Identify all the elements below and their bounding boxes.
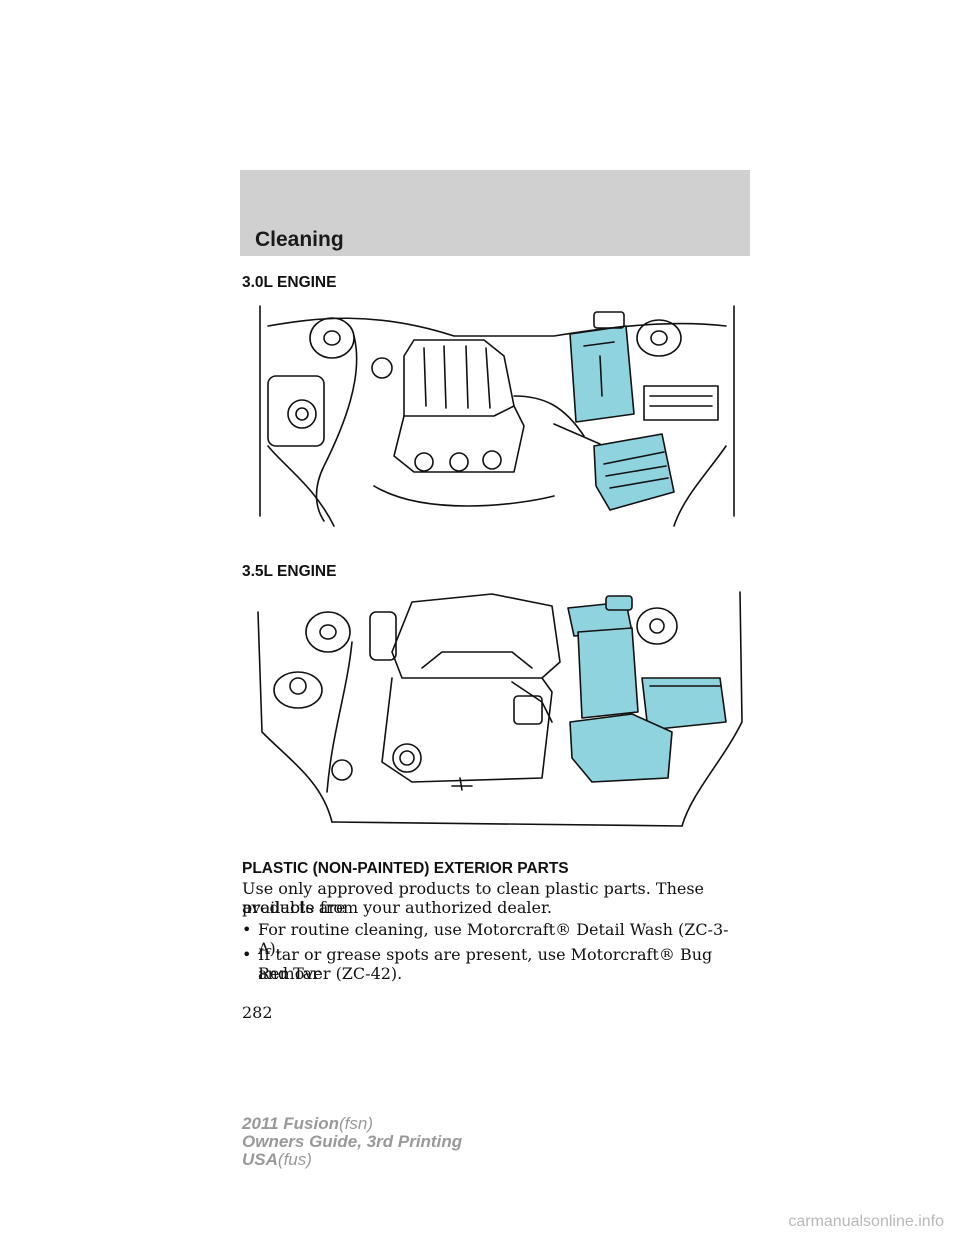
footer-region: USA xyxy=(242,1150,278,1169)
bullet-icon: • xyxy=(242,945,252,964)
footer-edition: Owners Guide, 3rd Printing xyxy=(242,1132,463,1151)
footer-region-code: (fus) xyxy=(277,1150,312,1169)
plastic-intro-line-1: Use only approved products to clean plas… xyxy=(242,879,705,917)
plastic-parts-heading: PLASTIC (NON-PAINTED) EXTERIOR PARTS xyxy=(242,860,569,877)
list-item-text: If tar or grease spots are present, use … xyxy=(258,945,713,983)
engine-3-5l-heading: 3.5L ENGINE xyxy=(242,563,337,580)
plastic-intro-line-2: available from your authorized dealer. xyxy=(242,898,552,917)
page-title: Cleaning xyxy=(255,228,344,251)
list-item-text: Remover (ZC-42). xyxy=(258,964,403,983)
bullet-icon: • xyxy=(242,920,252,939)
list-item-text: For routine cleaning, use Motorcraft® De… xyxy=(258,920,729,958)
footer: 2011 Fusion(fsn) Owners Guide, 3rd Print… xyxy=(242,1115,462,1169)
header-band xyxy=(240,170,750,256)
engine-3-0l-heading: 3.0L ENGINE xyxy=(242,274,337,291)
engine-3-5l-diagram-icon xyxy=(257,591,743,827)
footer-model-code: (fsn) xyxy=(339,1114,373,1133)
footer-model: 2011 Fusion xyxy=(242,1114,339,1133)
watermark: carmanualsonline.info xyxy=(788,1213,944,1230)
engine-3-0l-diagram-icon xyxy=(259,305,735,527)
page-number: 282 xyxy=(242,1003,273,1022)
